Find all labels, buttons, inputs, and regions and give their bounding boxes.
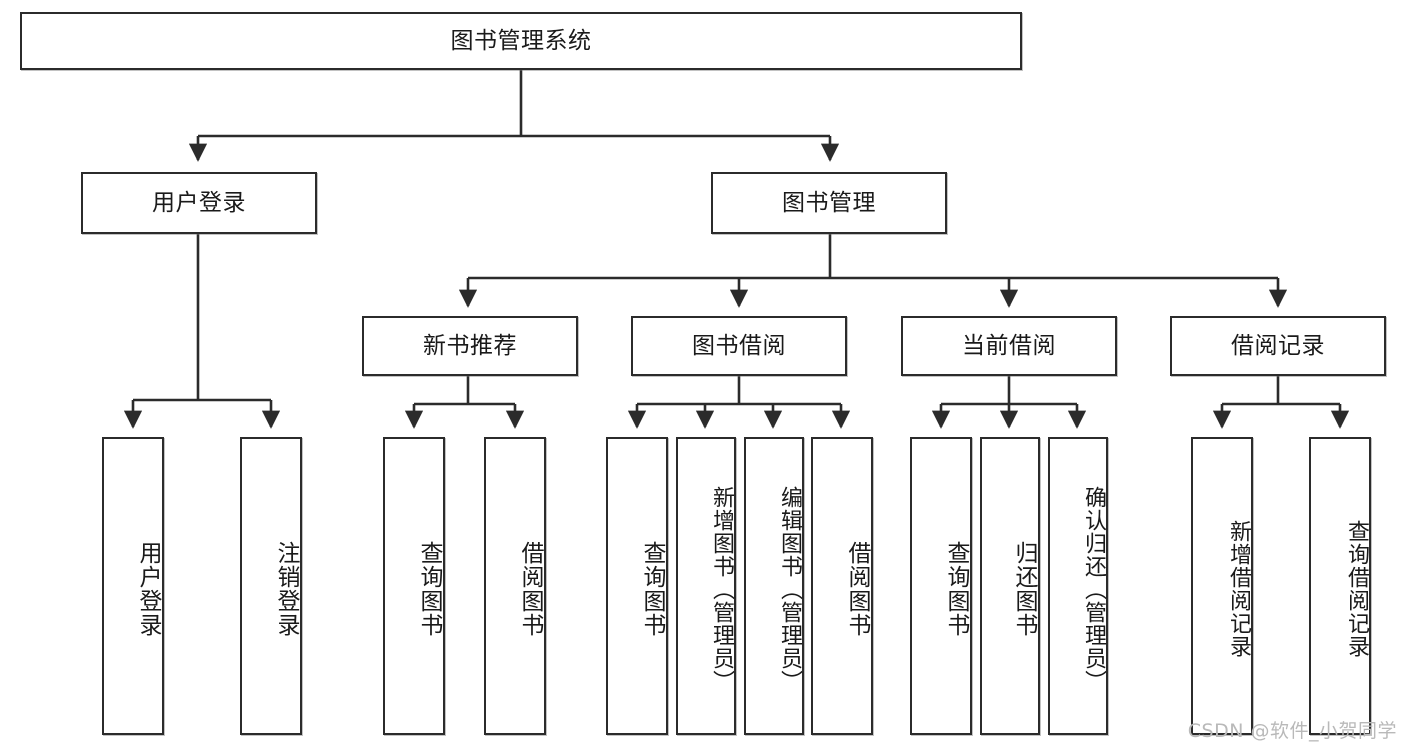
node-leaf-query-borrow-record[interactable]: 查询借阅记录 (1309, 437, 1371, 735)
node-leaf-return-book[interactable]: 归还图书 (980, 437, 1040, 735)
node-leaf-query-book-borrow[interactable]: 查询图书 (606, 437, 668, 735)
node-label: 确认归还（管理员） (1081, 485, 1106, 693)
node-new-book-recommend[interactable]: 新书推荐 (362, 316, 578, 376)
node-leaf-confirm-return-admin[interactable]: 确认归还（管理员） (1048, 437, 1108, 735)
node-label: 查询图书 (639, 541, 665, 637)
node-book-management[interactable]: 图书管理 (711, 172, 947, 234)
node-label: 图书管理系统 (450, 27, 592, 54)
node-label: 归还图书 (1011, 541, 1037, 637)
node-label: 注销登录 (273, 541, 299, 637)
node-leaf-add-book-admin[interactable]: 新增图书（管理员） (676, 437, 736, 735)
node-label: 借阅图书 (844, 541, 870, 637)
node-leaf-user-login[interactable]: 用户登录 (102, 437, 164, 735)
node-label: 借阅图书 (517, 541, 543, 637)
node-leaf-query-book-current[interactable]: 查询图书 (910, 437, 972, 735)
node-label: 新增图书（管理员） (709, 485, 734, 693)
node-leaf-borrow-book-recommend[interactable]: 借阅图书 (484, 437, 546, 735)
node-label: 查询图书 (943, 541, 969, 637)
node-label: 用户登录 (135, 541, 161, 637)
node-leaf-query-book-recommend[interactable]: 查询图书 (383, 437, 445, 735)
node-label: 用户登录 (152, 189, 246, 216)
node-book-borrow[interactable]: 图书借阅 (631, 316, 847, 376)
node-label: 查询图书 (416, 541, 442, 637)
node-label: 图书管理 (782, 189, 876, 216)
node-current-borrow[interactable]: 当前借阅 (901, 316, 1117, 376)
node-leaf-borrow-book[interactable]: 借阅图书 (811, 437, 873, 735)
node-label: 新增借阅记录 (1226, 520, 1251, 658)
csdn-watermark: CSDN @软件_小贺同学 (1187, 720, 1397, 742)
node-leaf-logout[interactable]: 注销登录 (240, 437, 302, 735)
node-label: 图书借阅 (692, 332, 786, 359)
node-leaf-add-borrow-record[interactable]: 新增借阅记录 (1191, 437, 1253, 735)
node-leaf-edit-book-admin[interactable]: 编辑图书（管理员） (744, 437, 804, 735)
node-root-system[interactable]: 图书管理系统 (20, 12, 1022, 70)
node-label: 新书推荐 (423, 332, 517, 359)
node-label: 查询借阅记录 (1344, 520, 1369, 658)
node-user-login[interactable]: 用户登录 (81, 172, 317, 234)
node-label: 当前借阅 (962, 332, 1056, 359)
node-label: 编辑图书（管理员） (777, 485, 802, 693)
node-label: 借阅记录 (1231, 332, 1325, 359)
node-borrow-record[interactable]: 借阅记录 (1170, 316, 1386, 376)
